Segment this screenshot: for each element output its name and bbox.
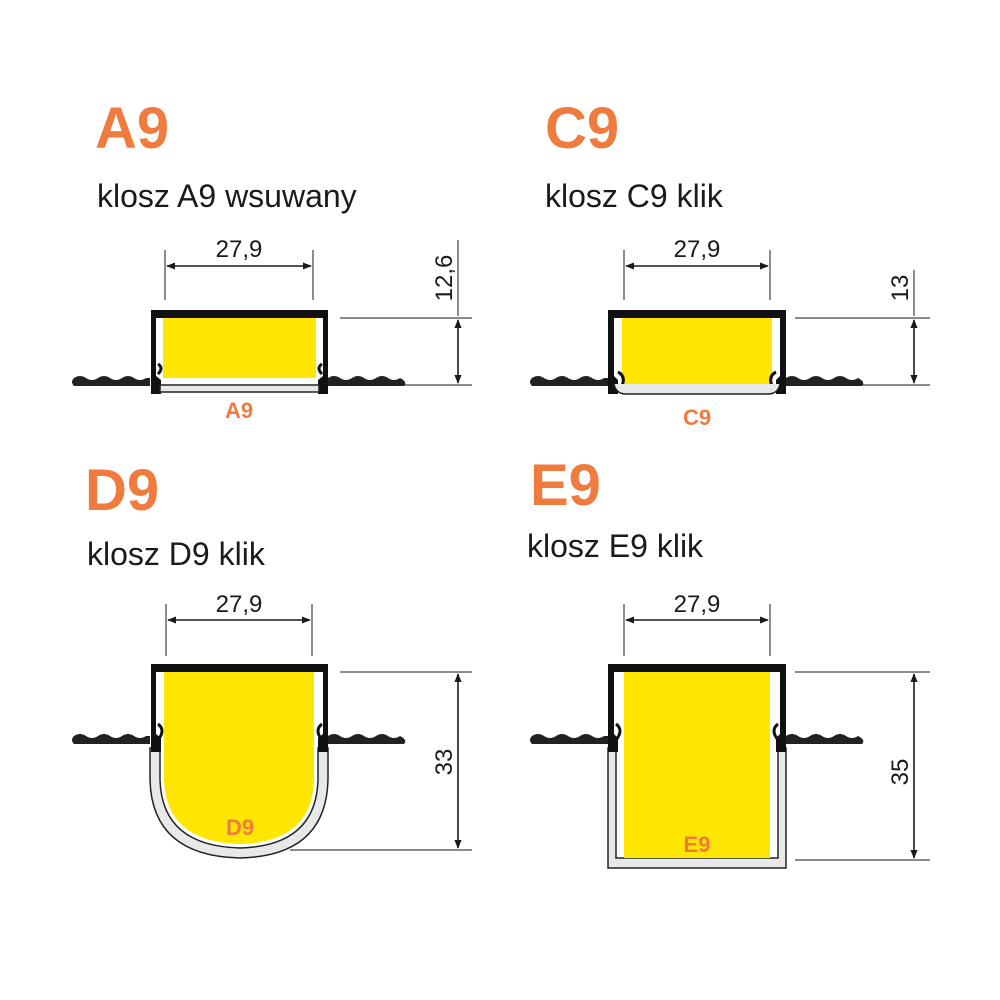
ceiling-board-right xyxy=(786,376,864,386)
cover-label: A9 xyxy=(225,398,253,423)
ceiling-board-right xyxy=(786,734,864,744)
ceiling-board-left xyxy=(530,376,608,386)
cover-subtitle: klosz D9 klik xyxy=(87,536,265,572)
led-fill xyxy=(622,318,772,384)
width-dimension-label: 27,9 xyxy=(674,236,721,263)
cover-label: D9 xyxy=(226,815,254,840)
ceiling-board-left xyxy=(72,734,150,744)
cover-label: C9 xyxy=(683,405,711,430)
ceiling-board-right xyxy=(328,734,406,744)
panel-c9: C9 klosz C9 klik 27,9 13 C9 xyxy=(0,0,930,500)
height-dimension-label: 35 xyxy=(887,759,914,786)
led-fill xyxy=(164,672,314,844)
panel-a9: A9 klosz A9 wsuwany 27,9 12,6 A9 xyxy=(0,0,500,500)
diffuser-cover xyxy=(613,383,781,395)
profile-diagram: 27,9 13 C9 xyxy=(530,236,930,430)
cover-subtitle: klosz E9 klik xyxy=(527,528,704,564)
profile-code-title: A9 xyxy=(95,96,170,161)
width-dimension-label: 27,9 xyxy=(674,591,721,618)
diffuser-cover xyxy=(159,384,320,393)
panel-d9: D9 klosz D9 klik 27,9 33 D9 xyxy=(0,0,500,859)
cover-label: E9 xyxy=(684,832,711,857)
ceiling-board-right xyxy=(328,376,406,386)
profile-code-title: D9 xyxy=(85,458,160,523)
led-fill xyxy=(624,672,770,858)
panel-e9: E9 klosz E9 klik 27,9 35 E9 xyxy=(0,0,930,869)
led-fill xyxy=(163,318,316,378)
height-dimension-label: 33 xyxy=(431,749,458,776)
profile-code-title: E9 xyxy=(530,453,601,518)
width-dimension-label: 27,9 xyxy=(216,236,263,263)
width-dimension-label: 27,9 xyxy=(216,591,263,618)
height-dimension-label: 12,6 xyxy=(431,255,458,302)
profile-code-title: C9 xyxy=(545,96,620,161)
ceiling-board-left xyxy=(72,376,150,386)
cover-subtitle: klosz C9 klik xyxy=(545,178,723,214)
height-dimension-label: 13 xyxy=(887,275,914,302)
profile-diagram: 27,9 12,6 A9 xyxy=(72,236,472,423)
ceiling-board-left xyxy=(530,734,608,744)
cover-subtitle: klosz A9 wsuwany xyxy=(97,178,357,214)
profile-diagram: 27,9 33 D9 xyxy=(72,591,472,859)
